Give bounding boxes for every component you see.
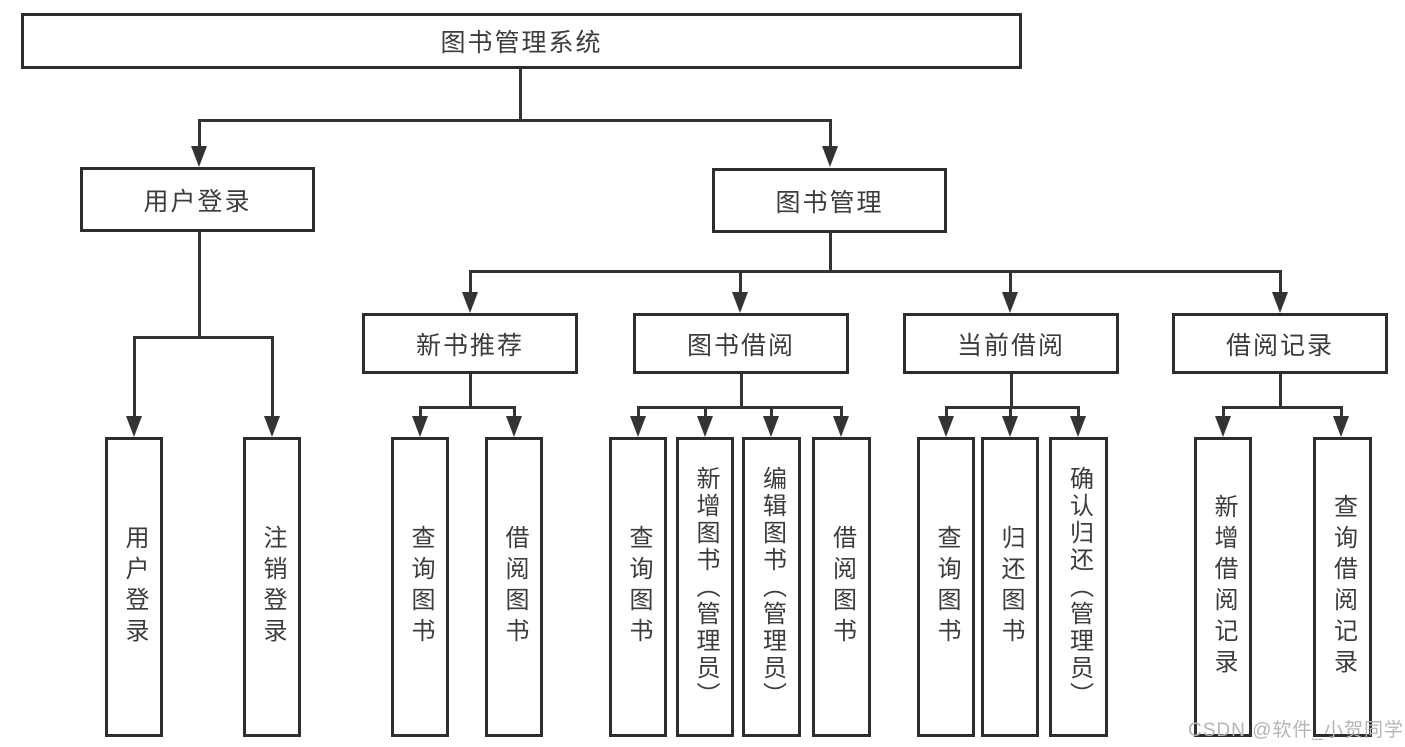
leaf-borrow-books-recommend: 借阅图书 bbox=[485, 437, 543, 737]
node-user-login: 用户登录 bbox=[80, 167, 315, 232]
edge-shaft-borrow-records bbox=[1279, 270, 1282, 296]
edge-book-management-bus bbox=[469, 270, 1282, 273]
leaf-search-borrow-record: 查询借阅记录 bbox=[1313, 437, 1372, 737]
edge-shaft-borrow-books-recommend bbox=[513, 406, 516, 420]
leaf-confirm-return-admin: 确认归还（管理员） bbox=[1049, 437, 1108, 737]
edge-shaft-leaf-logout bbox=[271, 336, 274, 418]
arrowhead-return-books-icon bbox=[1002, 416, 1018, 437]
edge-root-bus bbox=[198, 119, 831, 122]
arrowhead-user-login-icon bbox=[191, 146, 207, 167]
leaf-edit-books-admin: 编辑图书（管理员） bbox=[742, 437, 801, 737]
leaf-user-login: 用户登录 bbox=[105, 437, 163, 737]
edge-user-login-stub bbox=[198, 232, 201, 338]
leaf-add-borrow-record: 新增借阅记录 bbox=[1194, 437, 1252, 737]
edge-shaft-book-borrowing bbox=[739, 270, 742, 296]
edge-shaft-user-login bbox=[198, 119, 201, 150]
leaf-search-books-current: 查询图书 bbox=[917, 437, 975, 737]
edge-root-stub bbox=[519, 69, 522, 121]
node-library-system: 图书管理系统 bbox=[21, 13, 1022, 69]
arrowhead-confirm-return-admin-icon bbox=[1070, 416, 1086, 437]
edge-shaft-confirm-return-admin bbox=[1077, 406, 1080, 420]
arrowhead-add-books-admin-icon bbox=[697, 416, 713, 437]
edge-shaft-edit-books-admin bbox=[770, 406, 773, 420]
edge-book-borrowing-bus bbox=[637, 406, 843, 409]
arrowhead-borrow-records-icon bbox=[1272, 292, 1288, 313]
edge-shaft-search-books-current bbox=[945, 406, 948, 420]
arrowhead-borrow-books-icon bbox=[833, 416, 849, 437]
edge-shaft-return-books bbox=[1009, 406, 1012, 420]
edge-book-borrowing-stub bbox=[740, 374, 743, 408]
edge-new-book-recommend-stub bbox=[469, 374, 472, 408]
node-current-borrowing: 当前借阅 bbox=[903, 313, 1119, 374]
edge-shaft-search-books-borrowing bbox=[637, 406, 640, 420]
arrowhead-new-book-recommend-icon bbox=[462, 292, 478, 313]
edge-shaft-leaf-user-login bbox=[133, 336, 136, 418]
arrowhead-search-books-borrowing-icon bbox=[630, 416, 646, 437]
edge-book-management-stub bbox=[829, 233, 832, 272]
arrowhead-book-management-icon bbox=[822, 146, 838, 167]
edge-current-borrowing-stub bbox=[1010, 374, 1013, 408]
leaf-add-books-admin: 新增图书（管理员） bbox=[676, 437, 734, 737]
leaf-search-books-borrowing: 查询图书 bbox=[609, 437, 667, 737]
leaf-borrow-books: 借阅图书 bbox=[812, 437, 871, 737]
arrowhead-edit-books-admin-icon bbox=[763, 416, 779, 437]
edge-shaft-add-books-admin bbox=[704, 406, 707, 420]
node-borrow-records: 借阅记录 bbox=[1172, 313, 1388, 374]
arrowhead-leaf-user-login-icon bbox=[126, 416, 142, 437]
edge-user-login-bus bbox=[133, 336, 274, 339]
csdn-watermark: CSDN @软件_小贺同学 bbox=[1188, 720, 1404, 741]
arrowhead-borrow-books-recommend-icon bbox=[506, 416, 522, 437]
arrowhead-book-borrowing-icon bbox=[732, 292, 748, 313]
arrowhead-search-books-recommend-icon bbox=[412, 416, 428, 437]
edge-new-book-recommend-bus bbox=[419, 406, 516, 409]
node-book-borrowing: 图书借阅 bbox=[633, 313, 849, 374]
arrowhead-add-borrow-record-icon bbox=[1215, 416, 1231, 437]
edge-shaft-search-books-recommend bbox=[419, 406, 422, 420]
arrowhead-leaf-logout-icon bbox=[264, 416, 280, 437]
leaf-logout: 注销登录 bbox=[243, 437, 301, 737]
arrowhead-search-books-current-icon bbox=[938, 416, 954, 437]
edge-borrow-records-bus bbox=[1222, 406, 1343, 409]
edge-shaft-add-borrow-record bbox=[1222, 406, 1225, 420]
node-book-management: 图书管理 bbox=[712, 168, 947, 233]
arrowhead-current-borrowing-icon bbox=[1002, 292, 1018, 313]
edge-shaft-book-management bbox=[829, 119, 832, 150]
node-new-book-recommend: 新书推荐 bbox=[362, 313, 578, 374]
leaf-search-books-recommend: 查询图书 bbox=[391, 437, 449, 737]
arrowhead-search-borrow-record-icon bbox=[1333, 416, 1349, 437]
edge-shaft-search-borrow-record bbox=[1340, 406, 1343, 420]
edge-current-borrowing-bus bbox=[945, 406, 1080, 409]
edge-shaft-current-borrowing bbox=[1009, 270, 1012, 296]
edge-shaft-borrow-books bbox=[840, 406, 843, 420]
leaf-return-books: 归还图书 bbox=[981, 437, 1039, 737]
edge-shaft-new-book-recommend bbox=[469, 270, 472, 296]
edge-borrow-records-stub bbox=[1279, 374, 1282, 408]
